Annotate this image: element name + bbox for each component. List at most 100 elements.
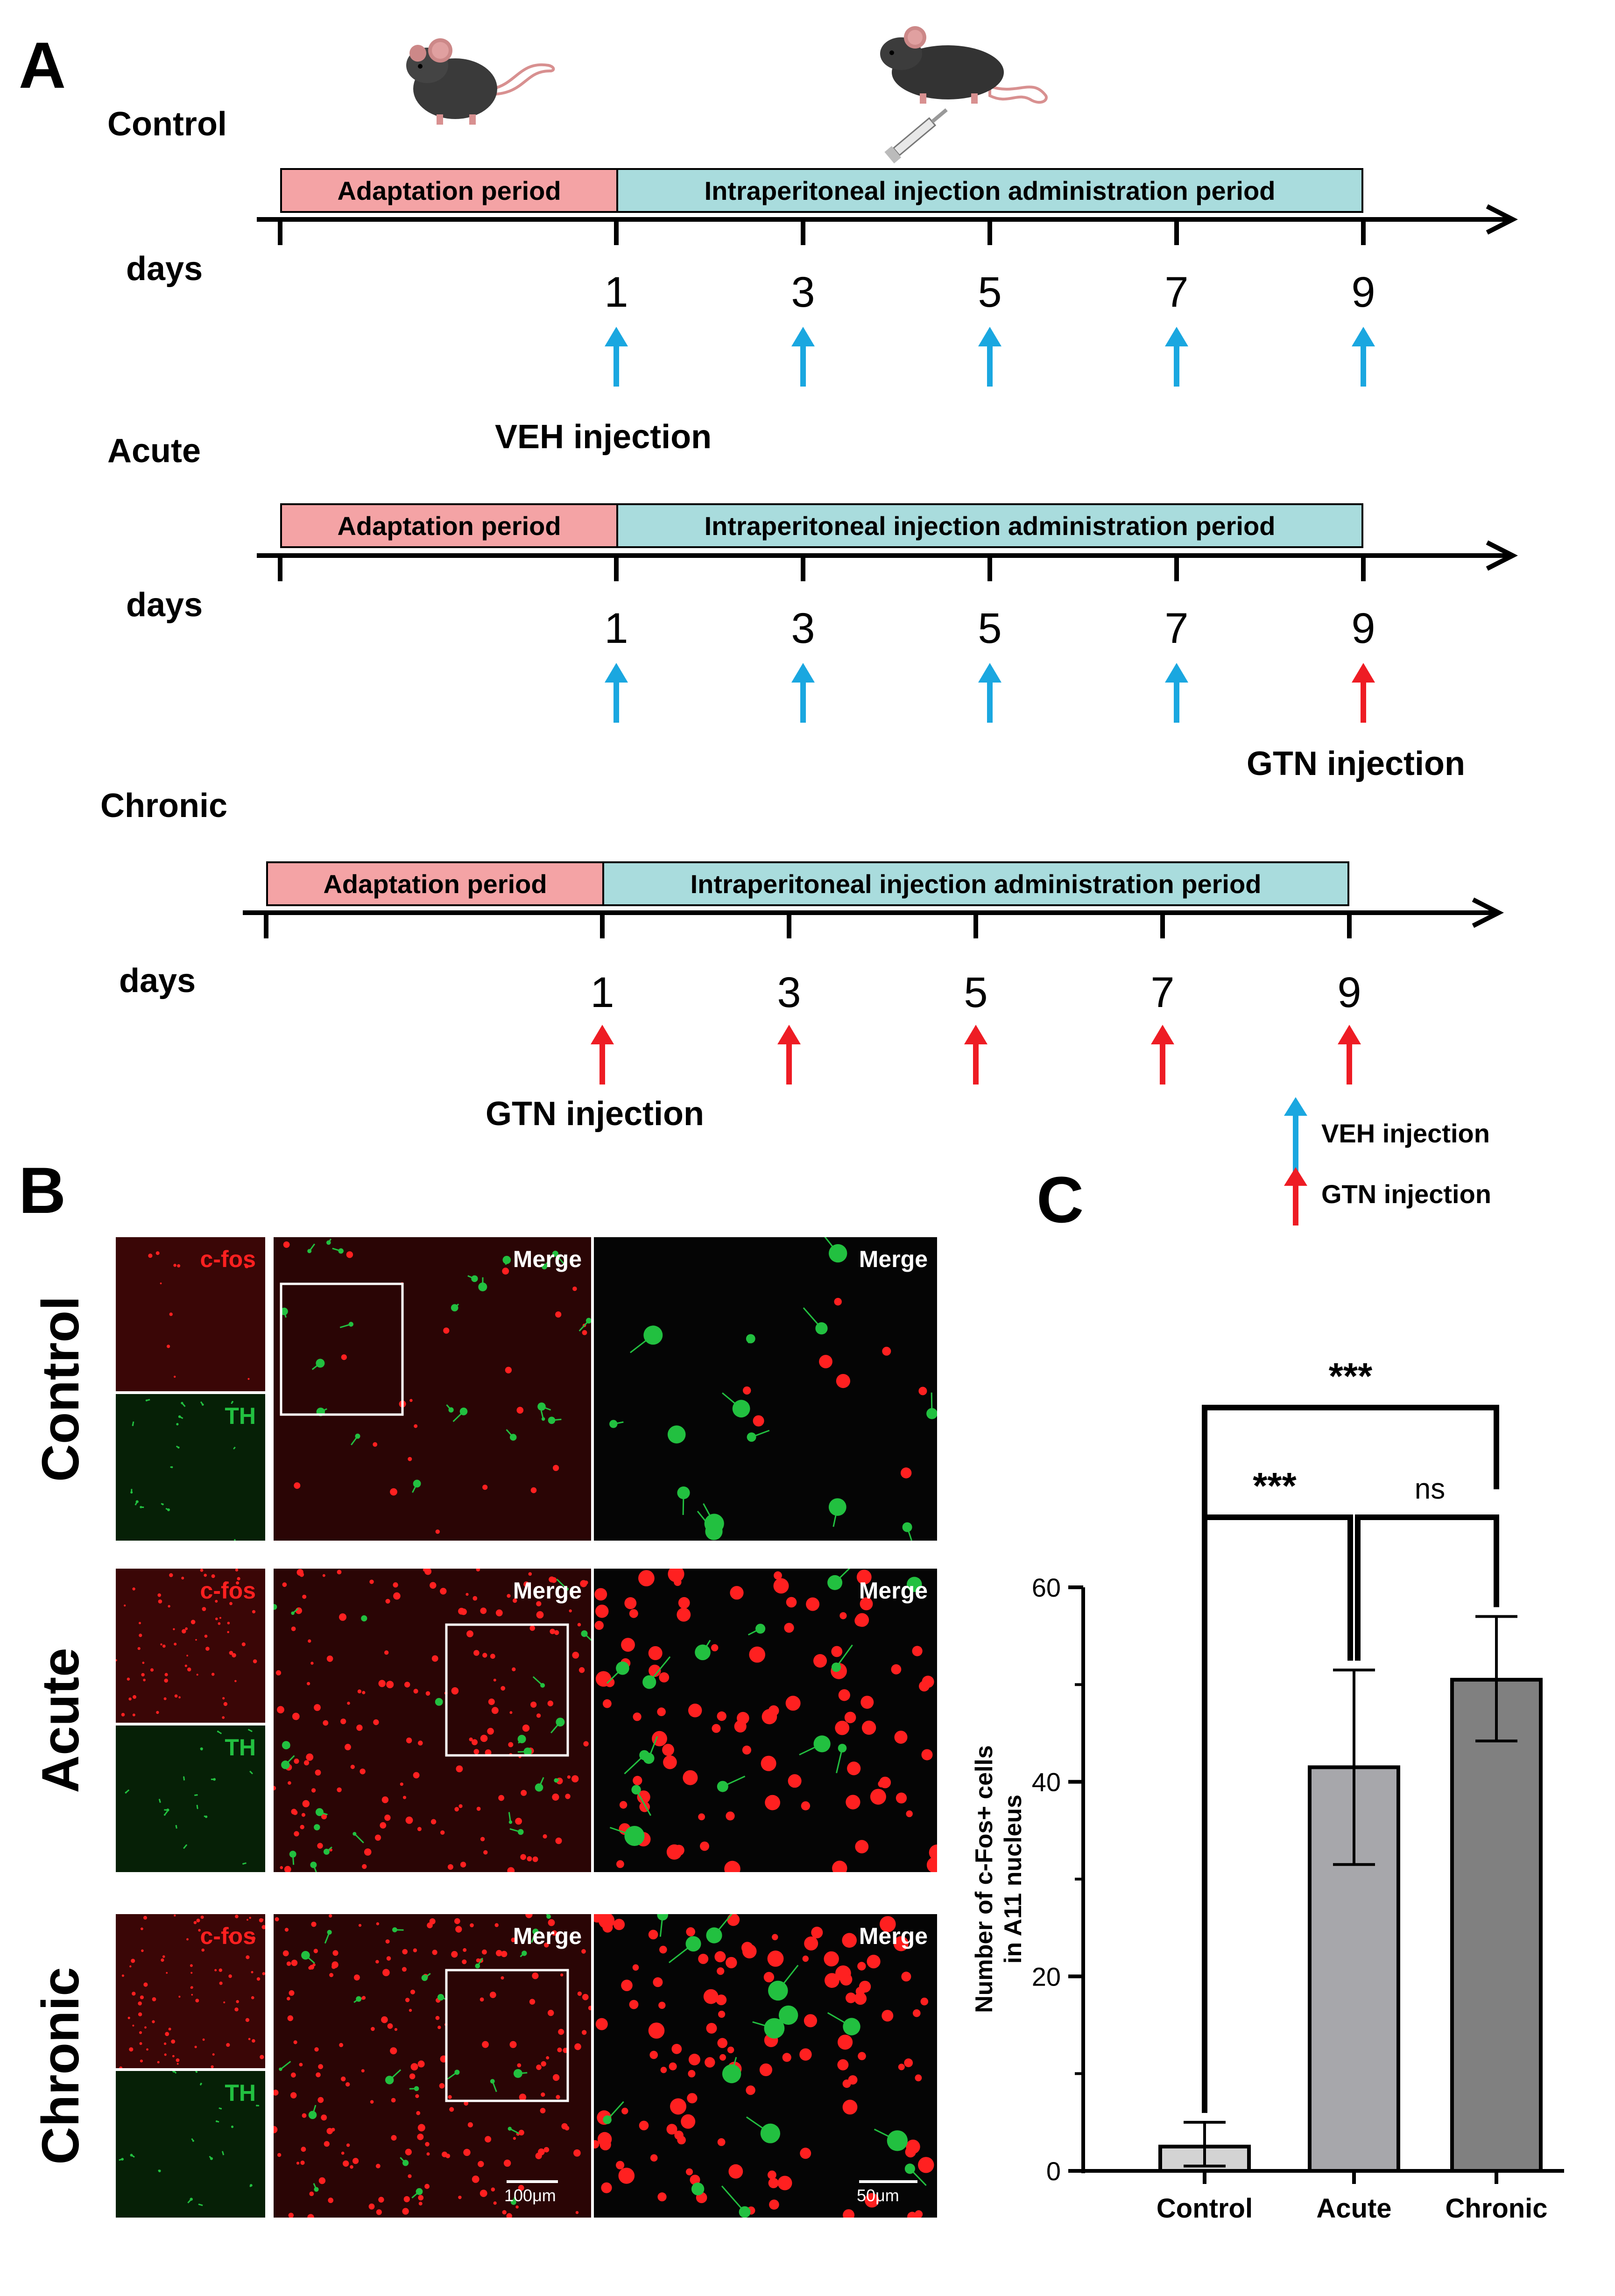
panel-c-label: C [1037,1163,1084,1236]
gtn-injection-arrow-icon [591,1025,614,1085]
merge2-label: Merge [859,1246,928,1272]
adaptation-period-bar: Adaptation period [266,861,604,906]
merge2-micrograph [594,1237,937,1541]
day-number: 5 [964,969,988,1016]
merge2-micrograph [594,1914,937,2218]
scale-bar-50-label: 50μm [857,2186,899,2205]
legend-gtn-label: GTN injection [1321,1179,1491,1209]
veh-injection-arrow-icon [978,663,1001,723]
injection-period-bar: Intraperitoneal injection administration… [616,503,1363,548]
veh-injection-arrow-icon [1165,327,1188,387]
y-axis-label: Number of c-Fos+ cellsin A11 nucleus [971,1745,1027,2013]
merge1-label: Merge [513,1246,582,1272]
group-title: Control [107,106,227,143]
veh-injection-arrow-icon [1165,663,1188,723]
cfos-label: c-fos [200,1923,256,1949]
veh-injection-arrow-icon [791,663,815,723]
y-tick-label: 60 [1032,1573,1061,1602]
legend-gtn-arrow-icon [1284,1167,1307,1225]
th-micrograph [116,1394,265,1541]
day-number: 9 [1351,268,1375,316]
legend-veh-label: VEH injection [1321,1119,1490,1148]
y-tick-label: 0 [1046,2156,1061,2186]
day-number: 7 [1164,605,1189,652]
veh-injection-arrow-icon [605,327,628,387]
merge2-micrograph [594,1569,937,1872]
veh-injection-arrow-icon [605,663,628,723]
legend-veh-arrow-icon [1284,1097,1307,1172]
y-tick-label: 20 [1032,1962,1061,1991]
cfos-label: c-fos [200,1246,256,1272]
cfos-micrograph [116,1237,265,1391]
days-label: days [119,962,196,1000]
gtn-injection-arrow-icon [1338,1025,1361,1085]
injection-type-label: GTN injection [1247,745,1465,782]
gtn-injection-arrow-icon [1352,663,1375,723]
day-number: 3 [791,605,815,652]
bar-chronic [1450,1677,1543,2173]
x-tick-label: Acute [1316,2193,1391,2224]
panel-b-label: B [19,1154,66,1227]
x-tick-label: Chronic [1445,2193,1547,2224]
merge2-label: Merge [859,1923,928,1949]
sig-bracket-control-acute [1205,1514,1353,1661]
cfos-label: c-fos [200,1578,256,1604]
day-number: 1 [604,268,628,316]
days-label: days [126,586,203,624]
gtn-injection-arrow-icon [777,1025,801,1085]
gtn-injection-arrow-icon [1151,1025,1174,1085]
scale-bar-100-line [507,2180,558,2183]
merge2-label: Merge [859,1578,928,1604]
th-label: TH [225,1734,256,1761]
sig-label: *** [1329,1355,1373,1397]
sig-bracket-acute-chronic [1355,1514,1499,1661]
injection-period-bar: Intraperitoneal injection administration… [602,861,1349,906]
day-number: 5 [978,605,1002,652]
sig-bracket-control-chronic [1202,1405,1499,2113]
day-number: 9 [1351,605,1375,652]
merge1-label: Merge [513,1578,582,1604]
x-tick-label: Control [1157,2193,1253,2224]
y-tick-label: 40 [1032,1768,1061,1797]
day-number: 9 [1337,969,1361,1016]
cfos-micrograph [116,1914,265,2068]
timeline-axis [243,897,1504,938]
group-title: Chronic [100,787,228,824]
day-number: 5 [978,268,1002,316]
day-number: 3 [791,268,815,316]
day-number: 1 [604,605,628,652]
injection-type-label: GTN injection [486,1095,704,1133]
day-number: 3 [777,969,801,1016]
day-number: 1 [590,969,614,1016]
mouse-icon [406,38,555,125]
injection-period-bar: Intraperitoneal injection administration… [616,168,1363,213]
scale-bar-100-label: 100μm [504,2186,556,2205]
th-micrograph [116,2071,265,2218]
merge1-micrograph [274,1569,591,1872]
th-label: TH [225,1403,256,1429]
th-micrograph [116,1726,265,1872]
veh-injection-arrow-icon [791,327,815,387]
scale-bar-50-line [859,2180,917,2183]
merge1-micrograph [274,1914,591,2218]
veh-injection-arrow-icon [1352,327,1375,387]
panel-a-label: A [19,28,66,102]
days-label: days [126,250,203,288]
th-label: TH [225,2080,256,2106]
sig-label: *** [1253,1465,1297,1507]
day-number: 7 [1150,969,1175,1016]
row-label: Chronic [31,1967,90,2165]
row-label: Control [31,1296,90,1482]
gtn-injection-arrow-icon [964,1025,987,1085]
merge1-label: Merge [513,1923,582,1949]
group-title: Acute [107,432,201,470]
adaptation-period-bar: Adaptation period [280,503,618,548]
day-number: 7 [1164,268,1189,316]
merge1-micrograph [274,1237,591,1541]
injection-type-label: VEH injection [495,418,712,456]
cfos-micrograph [116,1569,265,1723]
sig-label: ns [1415,1473,1445,1505]
veh-injection-arrow-icon [978,327,1001,387]
row-label: Acute [31,1648,90,1793]
